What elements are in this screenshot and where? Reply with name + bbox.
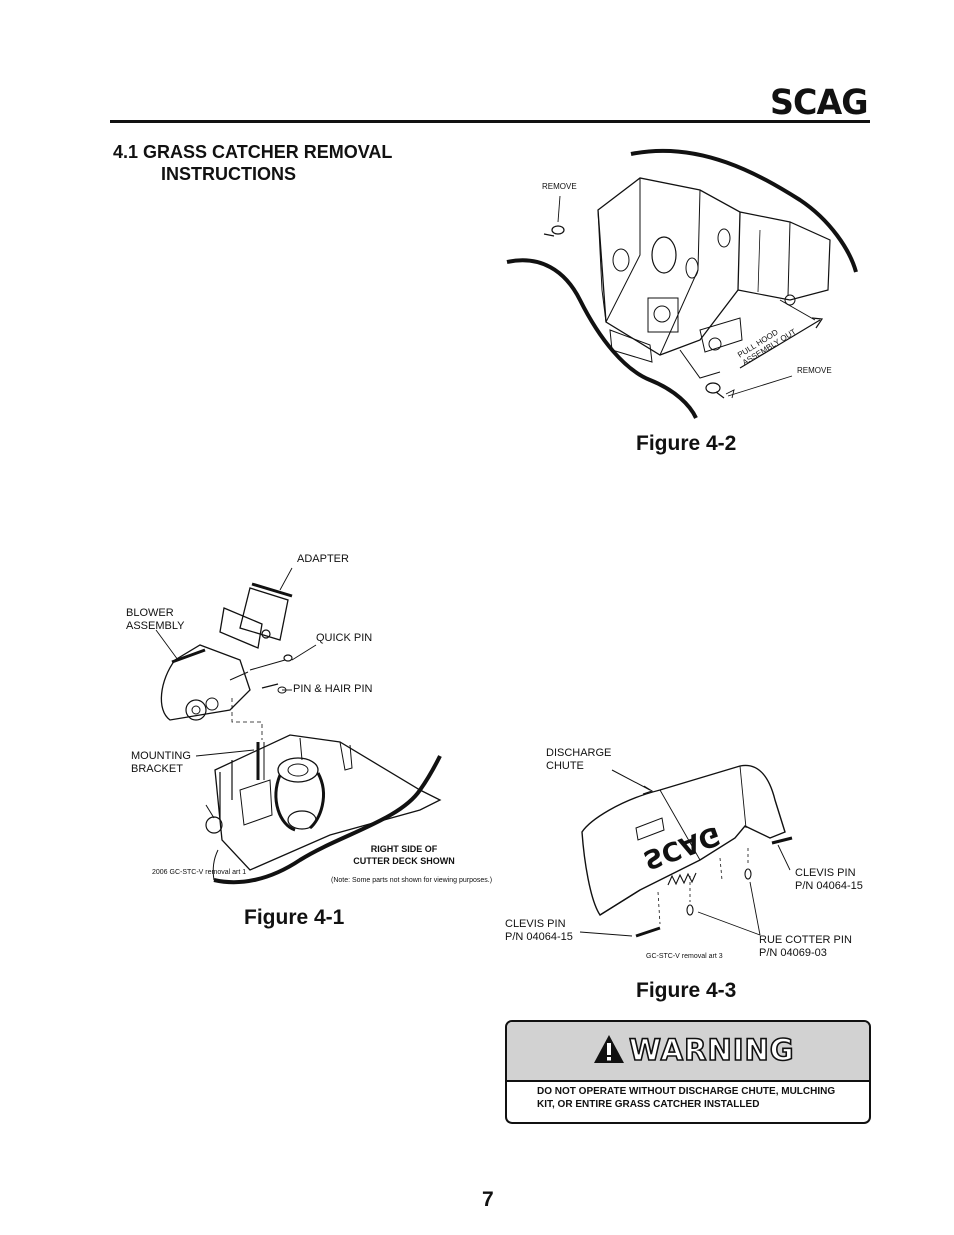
fig1-blower-line2: ASSEMBLY bbox=[126, 620, 185, 632]
page-number: 7 bbox=[482, 1188, 494, 1211]
fig3-callout-clevis-left: CLEVIS PIN P/N 04064-15 bbox=[505, 918, 573, 944]
fig3-discharge-line1: DISCHARGE bbox=[546, 747, 612, 759]
header-rule bbox=[110, 120, 870, 123]
fig1-blower-line1: BLOWER bbox=[126, 607, 174, 619]
fig3-clevis-left-line2: P/N 04064-15 bbox=[505, 931, 573, 943]
fig3-rue-line2: P/N 04069-03 bbox=[759, 947, 827, 959]
warning-message: DO NOT OPERATE WITHOUT DISCHARGE CHUTE, … bbox=[537, 1085, 835, 1111]
fig1-callout-adapter: ADAPTER bbox=[297, 553, 349, 565]
section-title: 4.1 GRASS CATCHER REMOVAL INSTRUCTIONS bbox=[113, 141, 392, 185]
fig3-clevis-left-line1: CLEVIS PIN bbox=[505, 918, 566, 930]
fig3-clevis-right-line1: CLEVIS PIN bbox=[795, 867, 856, 879]
fig1-right-side-line2: CUTTER DECK SHOWN bbox=[353, 856, 455, 866]
warning-line2: KIT, OR ENTIRE GRASS CATCHER INSTALLED bbox=[537, 1099, 760, 1110]
fig1-art-id: 2006 GC-STC-V removal art 1 bbox=[152, 869, 247, 876]
brand-logo: SCAG bbox=[770, 83, 869, 123]
warning-header: WARNING bbox=[507, 1022, 869, 1082]
fig1-viewing-note: (Note: Some parts not shown for viewing … bbox=[331, 877, 493, 884]
fig2-callout-remove-bottom: REMOVE bbox=[797, 366, 832, 375]
warning-triangle-icon bbox=[594, 1035, 624, 1063]
fig3-rue-line1: RUE COTTER PIN bbox=[759, 934, 852, 946]
figure-4-2-label: Figure 4-2 bbox=[636, 432, 737, 455]
fig1-callout-blower: BLOWER ASSEMBLY bbox=[126, 607, 185, 633]
fig3-callout-discharge-chute: DISCHARGE CHUTE bbox=[546, 747, 611, 773]
section-title-line1: 4.1 GRASS CATCHER REMOVAL bbox=[113, 142, 393, 162]
fig3-callout-rue-cotter: RUE COTTER PIN P/N 04069-03 bbox=[759, 934, 852, 960]
fig1-callout-mounting-bracket: MOUNTING BRACKET bbox=[131, 750, 191, 776]
fig3-callout-clevis-right: CLEVIS PIN P/N 04064-15 bbox=[795, 867, 863, 893]
fig1-right-side-line1: RIGHT SIDE OF bbox=[370, 844, 438, 854]
fig1-right-side-note: RIGHT SIDE OF CUTTER DECK SHOWN bbox=[334, 843, 474, 867]
warning-box: WARNING DO NOT OPERATE WITHOUT DISCHARGE… bbox=[505, 1020, 871, 1124]
section-title-line2: INSTRUCTIONS bbox=[161, 164, 296, 184]
warning-line1: DO NOT OPERATE WITHOUT DISCHARGE CHUTE, … bbox=[537, 1086, 836, 1097]
fig3-art-id: GC-STC-V removal art 3 bbox=[646, 953, 723, 960]
fig3-clevis-right-line2: P/N 04064-15 bbox=[795, 880, 863, 892]
fig3-discharge-line2: CHUTE bbox=[546, 760, 584, 772]
fig1-callout-pin-hair-pin: PIN & HAIR PIN bbox=[293, 683, 373, 695]
fig1-mounting-line2: BRACKET bbox=[131, 763, 183, 775]
fig2-callout-remove-top: REMOVE bbox=[542, 182, 577, 191]
figure-4-3-label: Figure 4-3 bbox=[636, 979, 737, 1002]
warning-title: WARNING bbox=[628, 1032, 795, 1068]
figure-4-1-label: Figure 4-1 bbox=[244, 906, 345, 929]
fig1-mounting-line1: MOUNTING bbox=[131, 750, 191, 762]
fig1-callout-quick-pin: QUICK PIN bbox=[316, 632, 373, 644]
